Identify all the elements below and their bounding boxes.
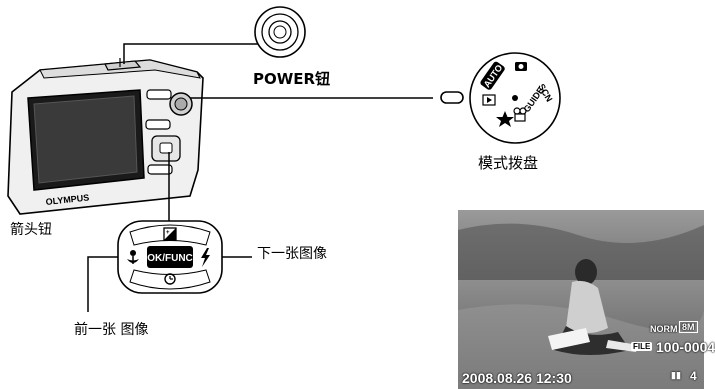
camera-shutter-button[interactable] [104, 60, 142, 71]
power-callout [123, 6, 306, 64]
svg-text:OK/FUNC: OK/FUNC [147, 253, 193, 264]
camera-brand-text: OLYMPUS [45, 192, 89, 207]
macro-icon[interactable] [127, 250, 139, 264]
frame-number: 4 [690, 369, 697, 383]
prev-image-label: 前一张 图像 [74, 322, 149, 338]
camera-playback-button[interactable] [145, 119, 171, 130]
arrow-pad-label: 箭头钮 [10, 222, 52, 238]
playback-photo [458, 210, 704, 389]
auto-mode-badge[interactable] [479, 61, 506, 91]
ok-func-button[interactable] [147, 246, 193, 268]
file-number: 100-0004 [656, 339, 715, 355]
quality-indicator: NORM [650, 324, 678, 334]
dial-indicator-mark [440, 91, 464, 104]
date-time-stamp: 2008.08.26 12:30 [462, 370, 572, 386]
camera-body: OLYMPUS [7, 58, 204, 215]
file-badge: FILE [631, 342, 653, 351]
person-figure [548, 259, 638, 355]
mode-dial-label: 模式拨盘 [478, 154, 539, 172]
camera-menu-button[interactable] [147, 164, 173, 175]
mode-dial-callout: AUTO SCN GUIDE [190, 52, 561, 144]
svg-text:+: + [166, 230, 170, 236]
image-size-indicator: 8M [679, 321, 698, 333]
favorite-icon[interactable] [496, 111, 514, 127]
movie-icon[interactable] [513, 107, 527, 122]
next-image-label: 下一张图像 [257, 246, 327, 262]
camera-zoom-button[interactable] [146, 89, 172, 100]
self-timer-icon[interactable] [164, 273, 176, 285]
protect-icon: ▮▮ [671, 370, 681, 380]
flash-icon[interactable] [201, 248, 210, 267]
exposure-icon[interactable]: + [163, 227, 177, 241]
playback-screen: NORM 8M FILE 100-0004 2008.08.26 12:30 ▮… [458, 210, 715, 389]
arrow-pad-callout: OK/FUNC + [87, 152, 252, 312]
camera-icon[interactable] [515, 62, 527, 71]
playback-icon[interactable] [482, 94, 496, 106]
power-button-label: POWER钮 [253, 70, 331, 88]
